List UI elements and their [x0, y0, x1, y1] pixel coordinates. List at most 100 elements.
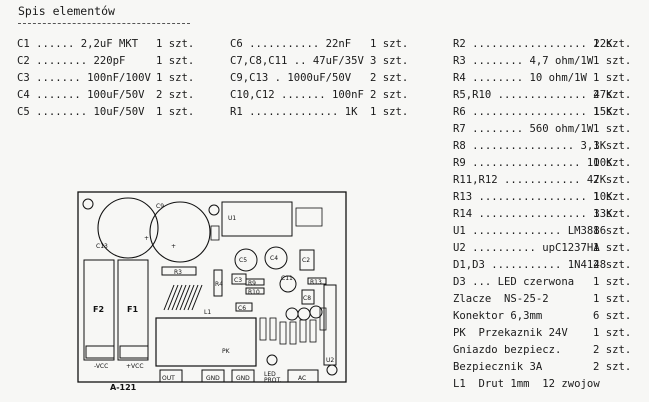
part-description: R3 ........ 4,7 ohm/1W	[453, 55, 594, 67]
relay-pk	[155, 317, 257, 367]
part-quantity: 1 szt.	[593, 106, 632, 118]
part-description: PK Przekaznik 24V	[453, 327, 568, 339]
part-description: C3 ....... 100nF/100V	[17, 72, 151, 84]
label-c3: C3	[234, 277, 242, 284]
part-quantity: 1 szt.	[593, 140, 632, 152]
part-quantity: 2 szt.	[370, 72, 409, 84]
label-f2: F2	[93, 305, 104, 314]
part-description: R14 ................. 33K	[453, 208, 613, 220]
part-description: L1 Drut 1mm 12 zwojow	[453, 378, 600, 390]
capacitor-c9	[149, 201, 211, 263]
capacitor-c8	[301, 289, 315, 305]
part-description: R9 ................. 100K	[453, 157, 613, 169]
label-l1: L1	[204, 309, 211, 316]
part-description: Konektor 6,3mm	[453, 310, 543, 322]
label-u1: U1	[228, 215, 236, 222]
part-quantity: 3 szt.	[370, 55, 409, 67]
label-vcc-neg: -VCC	[94, 363, 108, 370]
part-description: C1 ...... 2,2uF MKT	[17, 38, 139, 50]
part-description: R2 .................. 22K	[453, 38, 613, 50]
part-quantity: 1 szt.	[156, 106, 195, 118]
part-quantity: 1 szt.	[593, 276, 632, 288]
label-f1: F1	[127, 305, 138, 314]
part-quantity: 2 szt.	[593, 344, 632, 356]
part-description: U1 .............. LM3886	[453, 225, 607, 237]
part-description: C5 ........ 10uF/50V	[17, 106, 145, 118]
label-c2: C2	[302, 257, 310, 264]
part-description: U2 .......... upC1237HA	[453, 242, 600, 254]
parts-title: Spis elementów	[18, 4, 115, 18]
svg-text:+: +	[144, 235, 149, 242]
part-description: R5,R10 .............. 47K	[453, 89, 613, 101]
part-quantity: 2 szt.	[593, 361, 632, 373]
coil-l1	[163, 284, 203, 311]
part-description: D3 ... LED czerwona	[453, 276, 575, 288]
mounting-hole	[82, 198, 94, 210]
label-gnd-1: GND	[206, 375, 220, 382]
resistor-r9	[245, 278, 265, 286]
label-u2: U2	[326, 357, 334, 364]
part-quantity: 1 szt.	[156, 55, 195, 67]
part-description: C9,C13 . 1000uF/50V	[230, 72, 352, 84]
part-quantity: 1 szt.	[593, 55, 632, 67]
part-quantity: 1 szt.	[593, 327, 632, 339]
resistor-r4	[213, 269, 223, 297]
label-c5: C5	[239, 257, 247, 264]
part-quantity: 6 szt.	[593, 310, 632, 322]
label-vcc-pos: +VCC	[126, 363, 144, 370]
part-description: R1 .............. 1K	[230, 106, 358, 118]
part-quantity: 1 szt.	[593, 72, 632, 84]
part-quantity: 1 szt.	[156, 38, 195, 50]
mounting-hole	[326, 364, 338, 376]
part-description: C4 ....... 100uF/50V	[17, 89, 145, 101]
fuse-f2	[83, 259, 115, 361]
label-prot: PROT.	[264, 377, 281, 384]
part-description: C10,C12 ....... 100nF	[230, 89, 364, 101]
part-description: C2 ........ 220pF	[17, 55, 126, 67]
label-c6: C6	[238, 305, 246, 312]
mounting-hole	[208, 204, 220, 216]
part-quantity: 1 szt.	[370, 38, 409, 50]
capacitor-c6	[235, 302, 253, 312]
part-quantity: 2 szt.	[593, 259, 632, 271]
resistor-r3	[161, 266, 197, 276]
part-quantity: 1 szt.	[593, 293, 632, 305]
part-quantity: 1 szt.	[370, 106, 409, 118]
label-c4: C4	[270, 255, 278, 262]
capacitor-c5	[234, 248, 258, 272]
capacitor-c13	[97, 197, 159, 259]
part-quantity: 1 szt.	[593, 191, 632, 203]
part-description: R4 ........ 10 ohm/1W	[453, 72, 587, 84]
part-quantity: 1 szt.	[593, 38, 632, 50]
capacitor-c11	[279, 275, 297, 293]
part-quantity: 1 szt.	[593, 123, 632, 135]
label-gnd-2: GND	[236, 375, 250, 382]
resistor-row	[259, 307, 327, 345]
part-description: R6 .................. 15K	[453, 106, 613, 118]
part-quantity: 1 szt.	[593, 157, 632, 169]
chip-u2	[323, 284, 337, 366]
part-description: D1,D3 ........... 1N4148	[453, 259, 607, 271]
part-quantity: 2 szt.	[156, 89, 195, 101]
label-out: OUT	[162, 375, 175, 382]
part-quantity: 1 szt.	[593, 208, 632, 220]
part-quantity: 1 szt.	[593, 242, 632, 254]
label-led: LED	[264, 371, 276, 378]
part-description: C7,C8,C11 .. 47uF/35V	[230, 55, 364, 67]
chip-u1	[221, 201, 293, 237]
led	[266, 354, 278, 366]
part-quantity: 1 szt.	[593, 225, 632, 237]
resistor-r10	[245, 287, 265, 295]
pcb-layout-drawing: C13 C9 + + U1 F2 F1 R3 R4 L1 C5 C4 C2 C3…	[77, 191, 347, 392]
part-quantity: 1 szt.	[156, 72, 195, 84]
title-underline	[18, 23, 190, 24]
fuse-f1	[117, 259, 149, 361]
label-r9: R9	[248, 280, 256, 287]
label-c9: C9	[156, 203, 164, 210]
part-quantity: 2 szt.	[593, 89, 632, 101]
board-code: A-121	[110, 383, 137, 392]
label-c11: C11	[281, 275, 293, 282]
part-description: R8 ................ 3,3K	[453, 140, 607, 152]
part-description: Gniazdo bezpiecz.	[453, 344, 562, 356]
part-description: R13 ................. 10K	[453, 191, 613, 203]
